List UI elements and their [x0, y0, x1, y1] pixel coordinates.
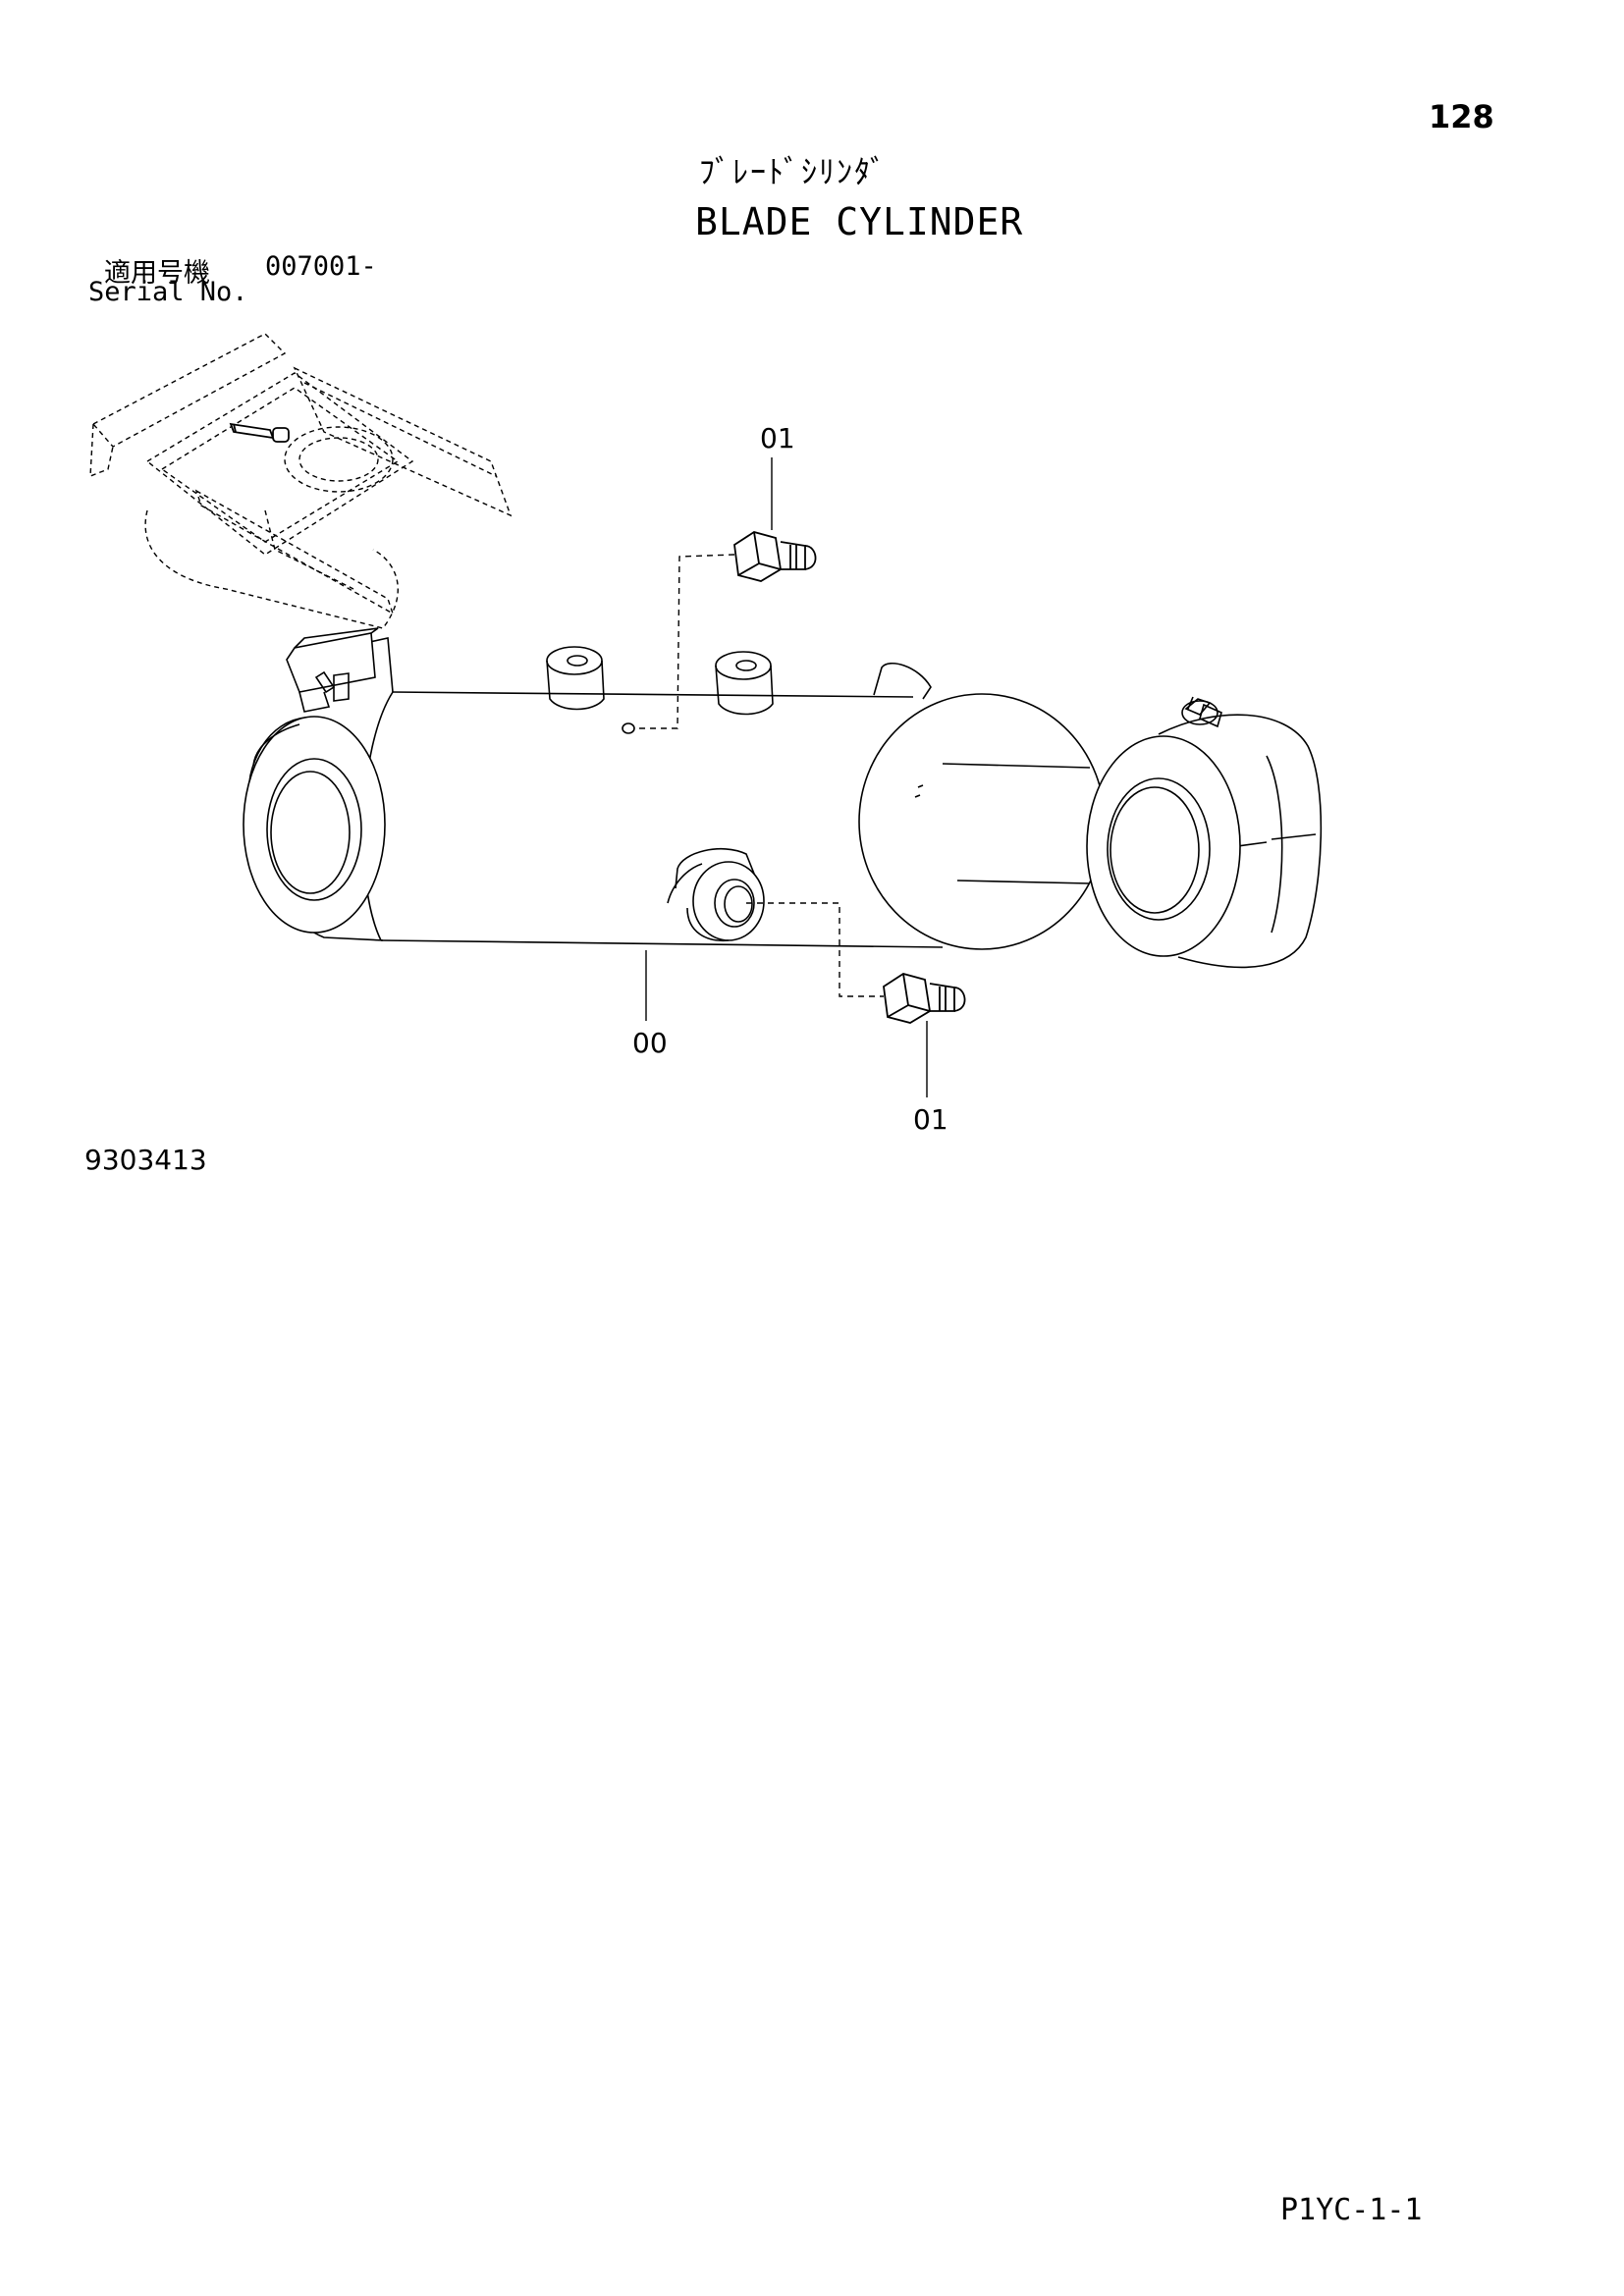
- port-plug-hole: [622, 722, 635, 734]
- callout-label-01-top: 01: [760, 422, 795, 454]
- port-boss-left: [546, 646, 605, 711]
- callout-leaders: [645, 457, 928, 1097]
- head-end-lug: [286, 627, 379, 713]
- highlighted-cylinder-icon: [229, 422, 290, 443]
- grease-fitting-icon: [1184, 696, 1222, 728]
- piston-rod: [917, 763, 1091, 884]
- head-end-eye: [243, 637, 394, 941]
- serial-label-english: Serial No.: [88, 277, 248, 307]
- machine-locator-sketch: [89, 333, 513, 629]
- callout-label-00: 00: [632, 1027, 668, 1059]
- title-english: BLADE CYLINDER: [695, 200, 1024, 243]
- tube-top-lug: [873, 663, 932, 700]
- page-code: P1YC-1-1: [1280, 2193, 1423, 2227]
- drawing-number: 9303413: [84, 1144, 207, 1176]
- rod-end-eye: [1086, 700, 1323, 969]
- page-number: 128: [1429, 98, 1494, 135]
- serial-label-japanese: 適用号機: [104, 258, 210, 289]
- serial-range: 007001-: [265, 251, 377, 282]
- port-boss-right: [715, 651, 774, 716]
- rod-tick: [914, 794, 921, 798]
- callout-label-01-bottom: 01: [913, 1103, 948, 1136]
- fitting-01-top: [733, 531, 817, 582]
- title-japanese: ﾌﾞﾚｰﾄﾞｼﾘﾝﾀﾞ: [699, 153, 889, 190]
- fitting-01-bottom: [883, 973, 966, 1024]
- port-boss-side: [667, 847, 765, 942]
- assembly-leaders: [634, 554, 884, 997]
